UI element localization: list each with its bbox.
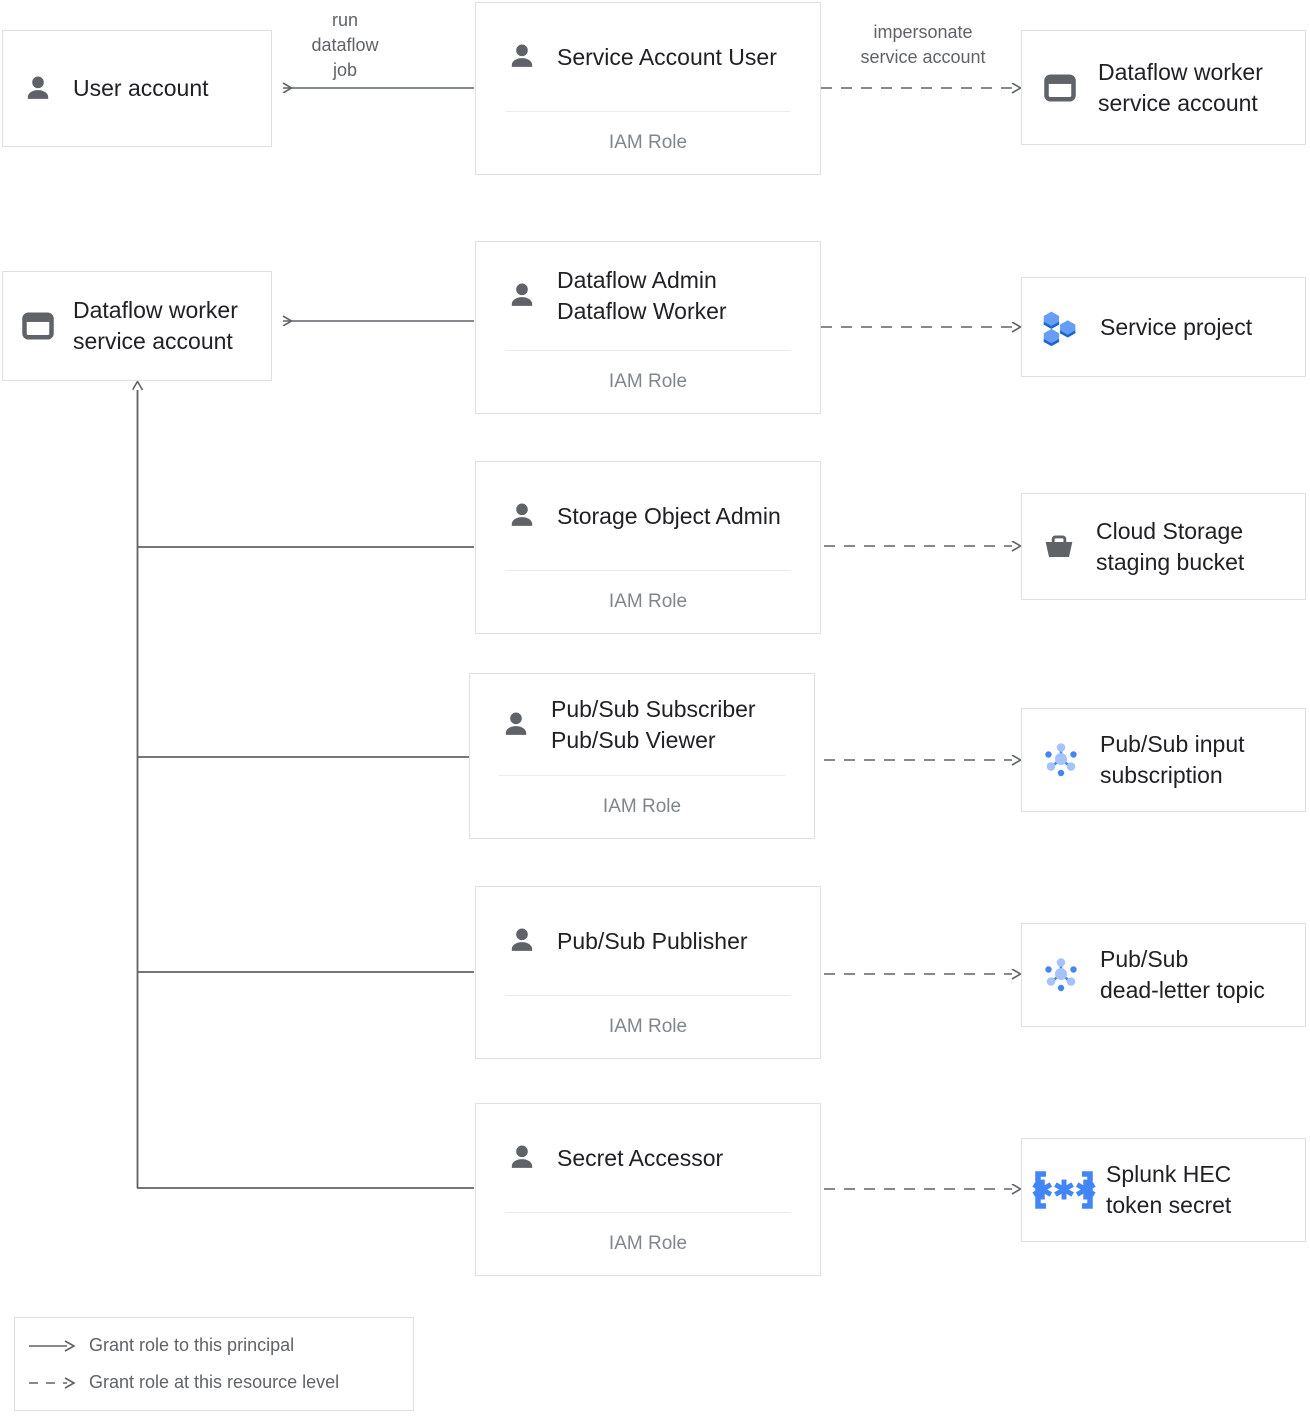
card-pubsub-publisher-top: Pub/Sub Publisher: [476, 887, 820, 995]
person-icon: [505, 499, 539, 533]
node-service-project-label: Service project: [1100, 313, 1253, 340]
card-divider: [499, 775, 785, 776]
card-service-account-user-footer: IAM Role: [608, 132, 688, 153]
node-cloud-storage-bucket-label: Cloud Storage staging bucket: [1096, 517, 1245, 575]
node-pubsub-input-subscription-label: Pub/Sub input subscription: [1100, 731, 1245, 788]
card-divider: [505, 995, 791, 996]
node-user-account[interactable]: User account: [2, 30, 272, 147]
card-secret-accessor[interactable]: Secret Accessor IAM Role: [475, 1103, 821, 1276]
card-dataflow-admin-worker-role: Dataflow Admin Dataflow Worker: [557, 267, 727, 324]
card-dataflow-admin-worker[interactable]: Dataflow Admin Dataflow Worker IAM Role: [475, 241, 821, 414]
card-service-account-user[interactable]: Service Account User IAM Role: [475, 2, 821, 175]
project-hexagons-icon: [1022, 278, 1100, 376]
node-dataflow-worker-service-account-target-label: Dataflow worker service account: [1098, 58, 1263, 116]
node-splunk-hec-token-secret-label: Splunk HEC token secret: [1106, 1161, 1232, 1218]
node-pubsub-input-subscription[interactable]: Pub/Sub input subscription: [1021, 708, 1306, 812]
pubsub-icon: [1022, 709, 1100, 811]
service-account-icon: [1022, 31, 1098, 144]
legend-label-solid: Grant role to this principal: [89, 1335, 295, 1355]
node-pubsub-dead-letter-topic[interactable]: Pub/Sub dead-letter topic: [1021, 923, 1306, 1027]
card-dataflow-admin-worker-top: Dataflow Admin Dataflow Worker: [476, 242, 820, 350]
card-service-account-user-top: Service Account User: [476, 3, 820, 111]
dashed-arrow-icon: [15, 1376, 89, 1390]
node-dataflow-worker-service-account-target[interactable]: Dataflow worker service account: [1021, 30, 1306, 145]
card-pubsub-subscriber-top: Pub/Sub Subscriber Pub/Sub Viewer: [470, 674, 814, 775]
card-secret-accessor-footer: IAM Role: [608, 1233, 688, 1254]
person-icon: [505, 279, 539, 313]
node-dataflow-worker-service-account-label: Dataflow worker service account: [73, 297, 238, 354]
node-cloud-storage-bucket[interactable]: Cloud Storage staging bucket: [1021, 493, 1306, 600]
card-pubsub-subscriber-footer: IAM Role: [602, 796, 682, 817]
card-pubsub-publisher[interactable]: Pub/Sub Publisher IAM Role: [475, 886, 821, 1059]
node-dataflow-worker-service-account[interactable]: Dataflow worker service account: [2, 271, 272, 381]
cloud-storage-bucket-icon: [1022, 494, 1096, 599]
card-storage-object-admin-role: Storage Object Admin: [557, 502, 781, 529]
legend-label-dashed: Grant role at this resource level: [89, 1372, 340, 1392]
legend-row-dashed: Grant role at this resource level: [15, 1364, 413, 1401]
edge-label-impersonate-service-account: impersonate service account: [860, 22, 986, 67]
solid-arrow-icon: [15, 1339, 89, 1353]
svg-text:✱✱✱: ✱✱✱: [1032, 1175, 1096, 1205]
card-divider: [505, 350, 791, 351]
card-secret-accessor-top: Secret Accessor: [476, 1104, 820, 1212]
card-pubsub-publisher-footer: IAM Role: [608, 1016, 688, 1037]
node-user-account-label: User account: [73, 75, 209, 101]
person-icon: [505, 1141, 539, 1175]
node-service-project[interactable]: Service project: [1021, 277, 1306, 377]
card-storage-object-admin-footer: IAM Role: [608, 591, 688, 612]
card-pubsub-subscriber[interactable]: Pub/Sub Subscriber Pub/Sub Viewer IAM Ro…: [469, 673, 815, 839]
card-secret-accessor-role: Secret Accessor: [557, 1144, 724, 1171]
node-splunk-hec-token-secret[interactable]: ✱✱✱ Splunk HEC token secret: [1021, 1138, 1306, 1242]
card-pubsub-publisher-role: Pub/Sub Publisher: [557, 927, 748, 954]
node-pubsub-dead-letter-topic-label: Pub/Sub dead-letter topic: [1100, 946, 1265, 1003]
pubsub-icon: [1022, 924, 1100, 1026]
card-dataflow-admin-worker-footer: IAM Role: [608, 371, 688, 392]
person-icon: [505, 924, 539, 958]
person-icon: [3, 31, 73, 146]
person-icon: [499, 708, 533, 742]
card-divider: [505, 111, 791, 112]
legend: Grant role to this principal Grant role …: [14, 1317, 414, 1411]
card-divider: [505, 570, 791, 571]
card-divider: [505, 1212, 791, 1213]
person-icon: [505, 40, 539, 74]
edge-label-run-dataflow-job: run dataflow job: [311, 10, 379, 80]
card-storage-object-admin-top: Storage Object Admin: [476, 462, 820, 570]
secret-manager-icon: ✱✱✱: [1022, 1139, 1106, 1241]
service-account-icon: [3, 272, 73, 380]
card-pubsub-subscriber-role: Pub/Sub Subscriber Pub/Sub Viewer: [551, 695, 756, 753]
card-storage-object-admin[interactable]: Storage Object Admin IAM Role: [475, 461, 821, 634]
legend-row-solid: Grant role to this principal: [15, 1327, 413, 1364]
card-service-account-user-role: Service Account User: [557, 43, 777, 70]
